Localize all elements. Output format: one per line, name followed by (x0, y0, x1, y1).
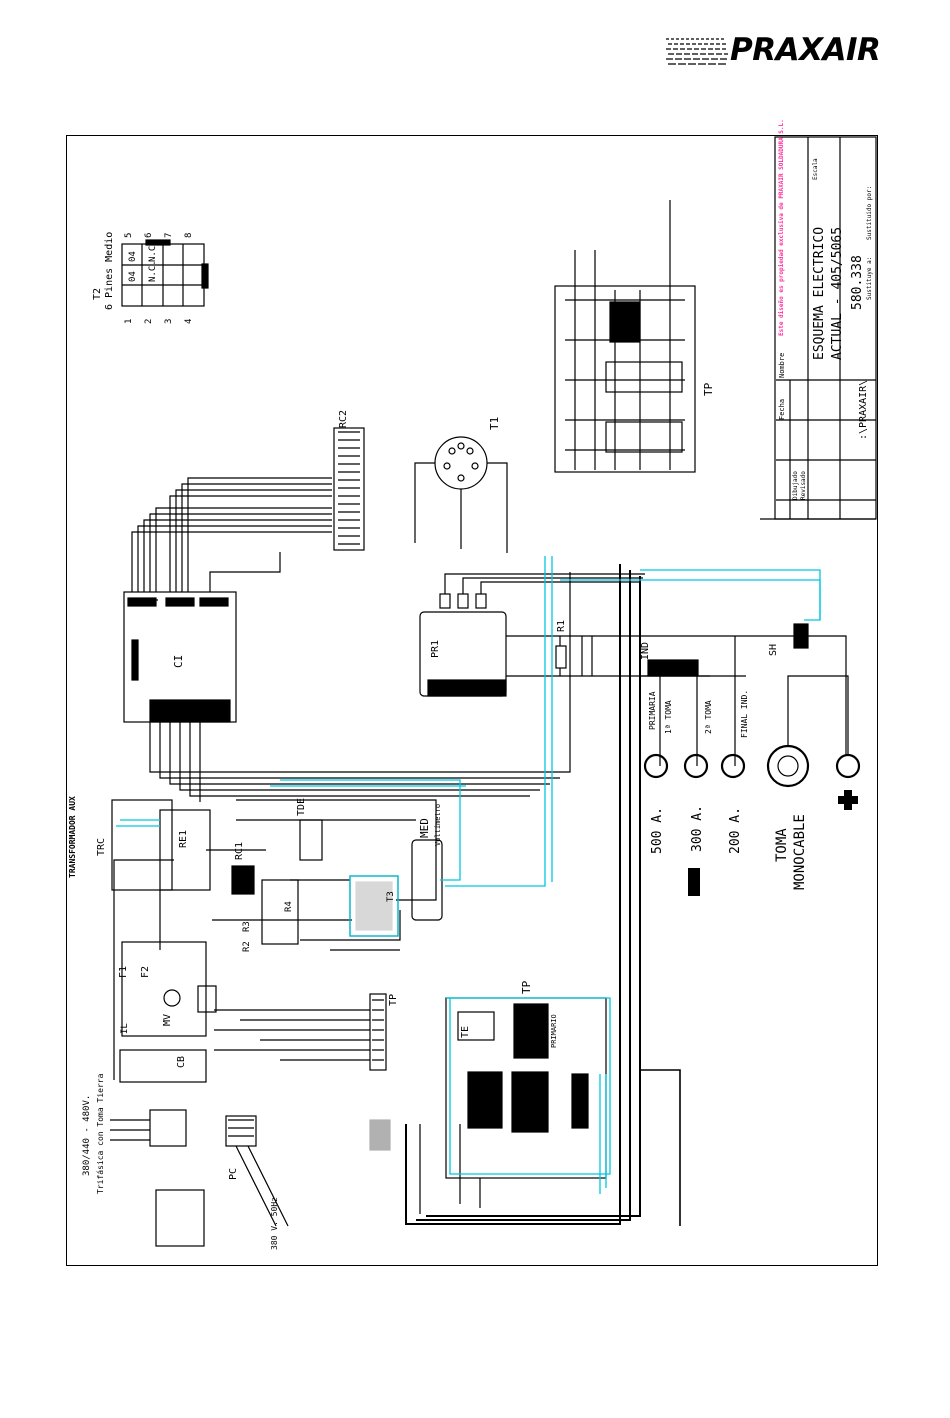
t2-pin-8: 8 (184, 232, 194, 238)
mv-label: MV (162, 1013, 173, 1026)
output-300a: 300 A. (690, 805, 705, 852)
trc-label: TRC (96, 837, 107, 856)
toma-label: TOMA (774, 828, 790, 862)
terminal-200a (720, 753, 746, 779)
drawing-title: ESQUEMA ELECTRICO (812, 226, 827, 360)
output-200a: 200 A. (728, 807, 743, 854)
il-label: IL (120, 1023, 130, 1034)
med-label: MED (418, 818, 431, 838)
cb-label: CB (176, 1055, 187, 1068)
med-sub-label: Voltímetro (434, 803, 442, 846)
tb-revisado: Revisado (800, 471, 807, 500)
output-500a: 500 A. (650, 807, 665, 854)
tp-transformer-right (554, 285, 696, 473)
tp-mid-label: TP (388, 993, 399, 1006)
minus-symbol (688, 868, 700, 896)
monocable-label: MONOCABLE (792, 814, 808, 890)
pc-label: PC (228, 1167, 239, 1180)
tb-sustituido: Sustituido por: (866, 185, 873, 240)
tb-sustituye: Sustituye a: (866, 256, 873, 300)
t2-pin-5: 5 (124, 232, 134, 238)
power-input-sub: Trifásica con Toma Tierra (96, 1073, 105, 1194)
ind-label: IND (640, 641, 651, 660)
sh-shunt (793, 623, 809, 649)
tb-fecha: Fecha (778, 398, 786, 420)
brand-name: PRAXAIR (730, 32, 881, 68)
t2-cell-3: N.C. (148, 260, 158, 282)
pr1-label: PR1 (430, 639, 441, 658)
rc1-label: RC1 (234, 841, 245, 860)
primario-label: PRIMARIO (550, 1014, 558, 1048)
secundario-label: SECUNDARIO (538, 1085, 546, 1128)
rc2-terminal (333, 427, 365, 551)
t2-cell-2: 04 (128, 251, 138, 262)
tap-primaria: PRIMARIA (648, 691, 657, 730)
r1-label: R1 (556, 619, 567, 632)
terminal-500a (643, 753, 669, 779)
terminal-plus (835, 753, 861, 779)
t1-label: T1 (488, 416, 501, 430)
t2-sub-label: 6 Pines Medio (104, 231, 115, 310)
f2-label: F2 (140, 965, 151, 978)
t2-pin-1: 1 (124, 318, 134, 324)
t2-label: T2 (92, 287, 103, 300)
fuse-fan-block (121, 941, 207, 1037)
power-input-label: 380/440 - 480V. (82, 1094, 92, 1176)
tap-final: FINAL IND. (740, 689, 749, 738)
sh-label: SH (768, 643, 779, 656)
toma-monocable-socket (766, 744, 810, 788)
rc2-label: RC2 (338, 409, 349, 428)
tp-strip (369, 993, 387, 1071)
cb-block (119, 1049, 207, 1083)
tp-main-label: TP (520, 980, 533, 994)
power-output-label: 380 V. 50Hz (270, 1197, 279, 1250)
t2-pin-7: 7 (164, 232, 174, 238)
tb-escala: Escala (812, 158, 819, 180)
re1-label: RE1 (178, 829, 189, 848)
drawing-sheet (66, 135, 878, 1266)
praxair-logo: PRAXAIR (664, 30, 894, 74)
te-label: TE (460, 1025, 471, 1038)
t2-pin-2: 2 (144, 318, 154, 324)
plus-symbol-v (844, 790, 852, 810)
r3-label: R3 (242, 921, 252, 932)
trc-block (111, 799, 173, 891)
tb-nombre: Nombre (778, 352, 786, 378)
ci-label: CI (172, 654, 185, 668)
tp-right-label: TP (702, 382, 715, 396)
t2-pin-4: 4 (184, 318, 194, 324)
tde-label: TDE (296, 797, 307, 816)
t2-pin-3: 3 (164, 318, 174, 324)
t2-cell-4: N.C. (148, 240, 158, 262)
med-meter (411, 839, 443, 921)
rc1-block (231, 865, 255, 895)
t2-cell-1: 04 (128, 271, 138, 282)
r2-label: R2 (242, 941, 252, 952)
terminal-300a (683, 753, 709, 779)
pc-connector (225, 1115, 257, 1147)
tb-dibujado: Dibujado (792, 471, 799, 500)
r4-label: R4 (284, 901, 294, 912)
f1-label: F1 (118, 965, 129, 978)
drawing-subtitle: ACTUAL - 405/5065 (830, 226, 845, 360)
transformador-aux-label: TRANSFORMADOR AUX (68, 796, 77, 878)
drawing-path: :\PRAXAIR\ (858, 379, 869, 440)
title-note: Este diseño es propiedad exclusiva de PR… (778, 119, 785, 336)
t3-label: T3 (386, 891, 396, 902)
drawing-number: 580.338 (850, 255, 865, 310)
tap-toma1: 1ª TOMA (664, 700, 673, 734)
logo-stripes-icon (666, 38, 728, 65)
rectificador-label: RECTIFICADOR (494, 1077, 502, 1128)
tap-toma2: 2ª TOMA (704, 700, 713, 734)
t2-pin-6: 6 (144, 232, 154, 238)
